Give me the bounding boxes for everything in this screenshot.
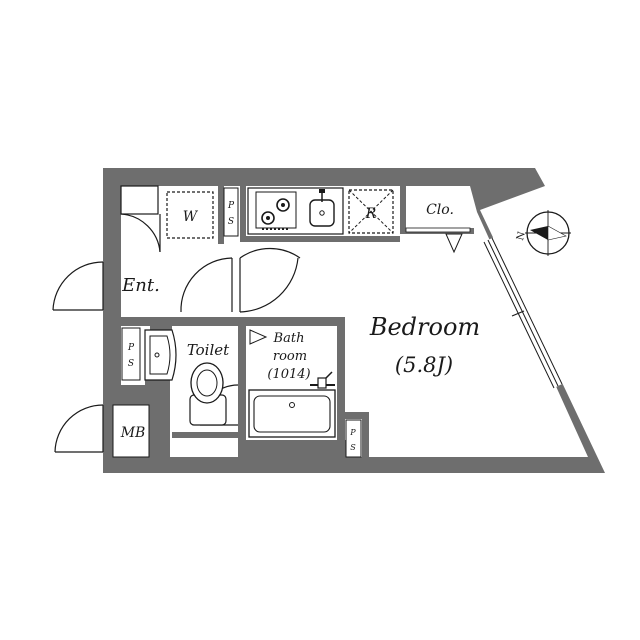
wash-basin bbox=[144, 329, 177, 381]
toilet-bowl-icon bbox=[189, 362, 227, 426]
pipe-space-bottom-p: P bbox=[349, 428, 356, 437]
washer-label: W bbox=[183, 209, 199, 225]
pipe-space-left-s: S bbox=[128, 359, 134, 369]
toilet-label: Toilet bbox=[187, 341, 230, 359]
pipe-space-top-s: S bbox=[228, 217, 234, 227]
bathtub-icon bbox=[248, 371, 336, 438]
closet-label: Clo. bbox=[426, 202, 454, 218]
closet-hanger-rail bbox=[405, 227, 471, 233]
closet-door-mark bbox=[445, 233, 463, 254]
compass-icon bbox=[525, 210, 571, 256]
bath-label-line3: (1014) bbox=[267, 367, 310, 382]
entrance-label: Ent. bbox=[121, 275, 160, 296]
meter-box-label: MB bbox=[120, 425, 146, 441]
bedroom-label: Bedroom bbox=[369, 313, 480, 341]
bath-door-mark bbox=[249, 329, 268, 345]
pipe-space-top-p: P bbox=[227, 201, 235, 211]
meter-box bbox=[112, 404, 150, 458]
burner-icon bbox=[261, 211, 275, 225]
washer-space bbox=[166, 191, 214, 239]
kitchen-counter bbox=[247, 187, 344, 235]
pipe-space-bottom bbox=[345, 419, 362, 458]
compass-north-label: N bbox=[515, 230, 528, 242]
pipe-space-left-p: P bbox=[127, 343, 135, 353]
bath-label-line2: room bbox=[273, 349, 307, 364]
pipe-space-top bbox=[223, 187, 239, 237]
window bbox=[482, 237, 564, 389]
pipe-space-bottom-s: S bbox=[350, 443, 356, 452]
bedroom-size: (5.8J) bbox=[395, 353, 453, 377]
pipe-space-left bbox=[121, 327, 141, 381]
refrigerator-space bbox=[348, 189, 394, 234]
burner-icon bbox=[276, 198, 290, 212]
bath-label-line1: Bath bbox=[273, 331, 305, 346]
sink-icon bbox=[309, 199, 335, 227]
shoe-closet bbox=[120, 185, 159, 215]
refrigerator-label: R bbox=[365, 206, 377, 222]
